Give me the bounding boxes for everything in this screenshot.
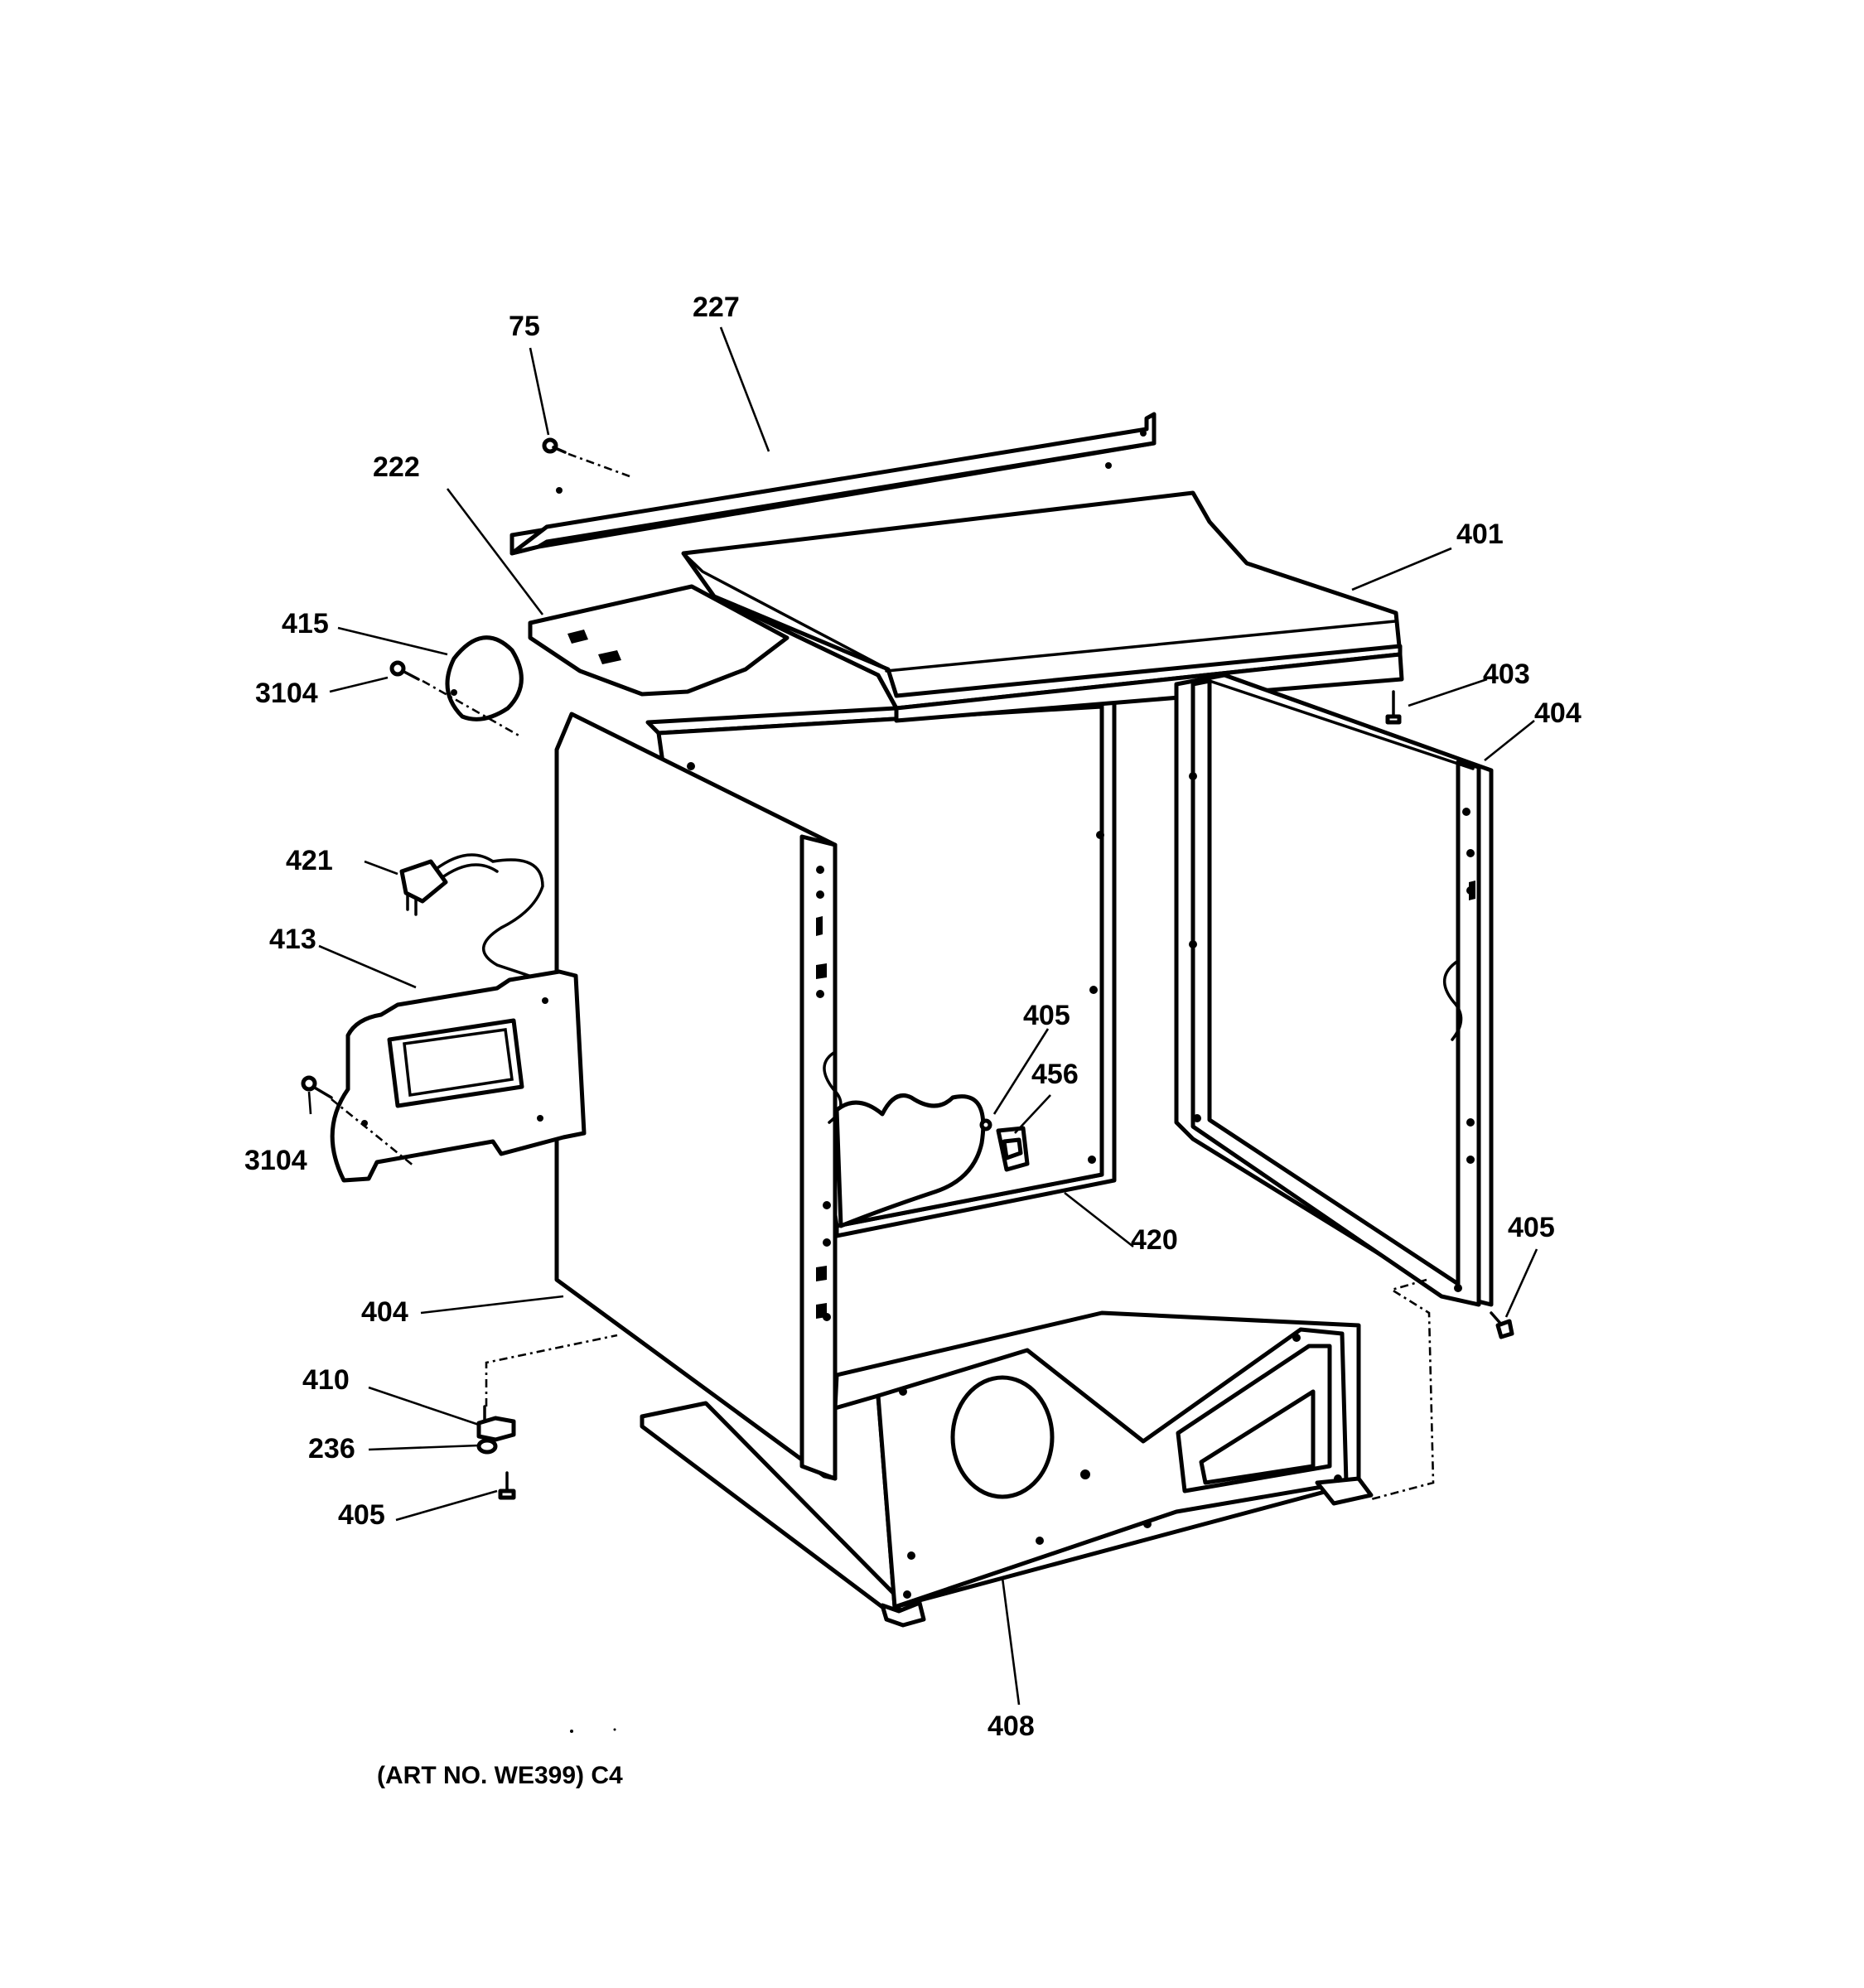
callout-408: 408 [988, 1711, 1035, 1742]
callout-405-back: 405 [1023, 1000, 1070, 1031]
screw-405-back [979, 1118, 992, 1132]
screw-405-right [1490, 1311, 1514, 1339]
callout-222: 222 [373, 451, 420, 483]
screw-403 [1385, 690, 1402, 725]
callout-3104-lower: 3104 [244, 1145, 307, 1176]
callout-413: 413 [269, 924, 316, 955]
top-bracket-222 [528, 584, 790, 697]
clip-456 [996, 1126, 1030, 1172]
back-panel-opening [834, 1093, 986, 1228]
callout-415: 415 [282, 608, 329, 639]
top-cover-401 [681, 490, 1404, 723]
assembly-lines [331, 452, 1435, 1501]
screw-3104-lower [301, 1075, 333, 1099]
round-plate-415 [445, 635, 524, 721]
callout-227: 227 [693, 292, 740, 323]
left-side-panel-404 [554, 712, 843, 1481]
callout-420: 420 [1131, 1224, 1178, 1256]
callout-3104-upper: 3104 [255, 678, 318, 709]
stray-mark [570, 1730, 573, 1733]
base-408 [640, 1310, 1374, 1628]
washer-236 [476, 1438, 498, 1455]
leader-lines [307, 326, 1538, 1706]
callout-405-right: 405 [1508, 1212, 1555, 1243]
power-cord-421 [399, 853, 561, 987]
callout-456: 456 [1031, 1059, 1079, 1090]
screw-75 [542, 437, 567, 454]
right-side-panel-404 [1174, 673, 1494, 1307]
callout-405-left: 405 [338, 1499, 385, 1531]
callout-404-right: 404 [1534, 697, 1582, 729]
leveling-leg-410 [476, 1405, 516, 1442]
screw-405-left [498, 1471, 516, 1500]
top-rail-227 [509, 412, 1157, 556]
stray-mark [613, 1728, 616, 1731]
callout-401: 401 [1456, 519, 1504, 550]
callout-labels: 75 227 222 401 415 3104 403 404 421 413 … [244, 292, 1582, 1742]
callout-403: 403 [1483, 659, 1530, 690]
terminal-cover-413 [330, 969, 587, 1183]
screw-3104-upper [389, 660, 420, 681]
callout-410: 410 [302, 1364, 350, 1396]
callout-404-left: 404 [361, 1296, 408, 1328]
art-number-caption: (ART NO. WE399) C4 [377, 1762, 623, 1789]
callout-421: 421 [286, 845, 333, 876]
callout-236: 236 [308, 1433, 355, 1464]
callout-75: 75 [509, 311, 540, 342]
